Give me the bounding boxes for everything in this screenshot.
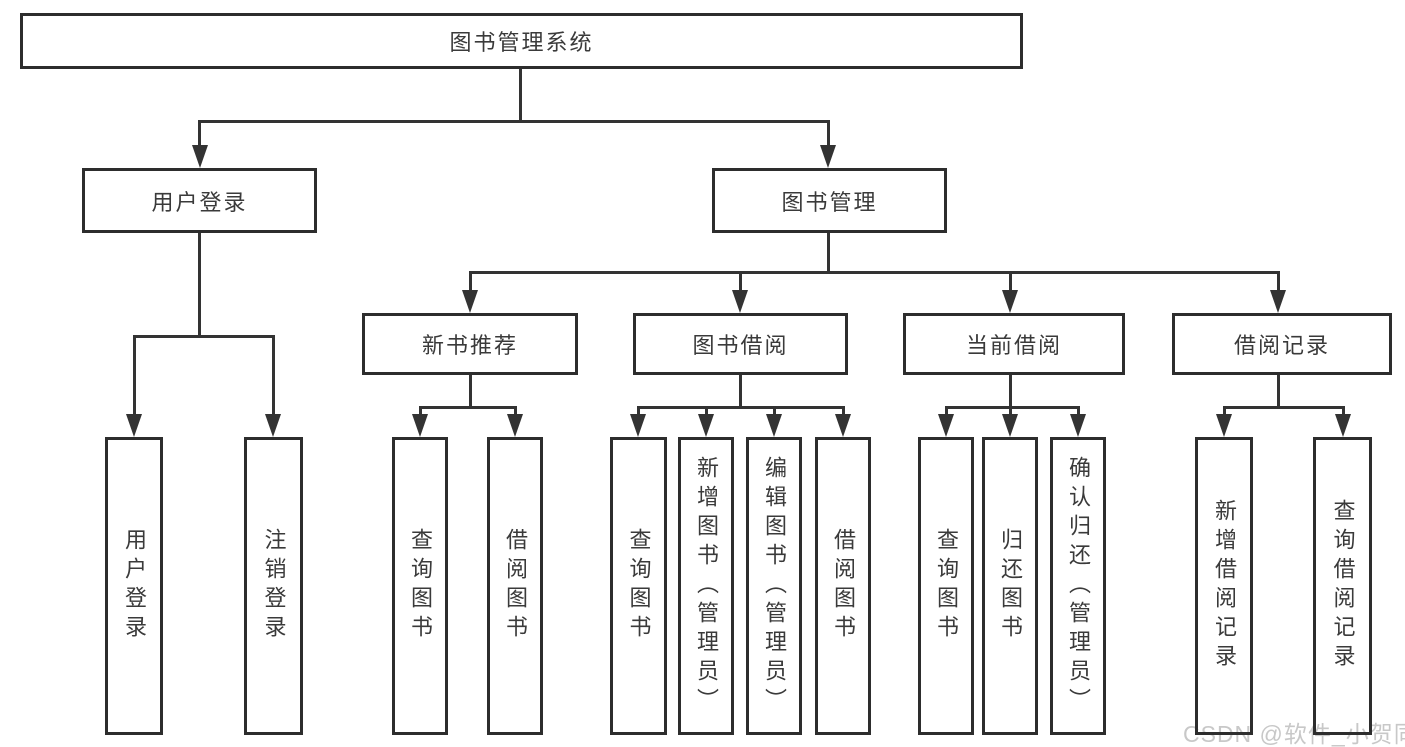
- leaf-query-books-current: 查询图书: [918, 437, 974, 735]
- leaf-borrow-books-recommend: 借阅图书: [487, 437, 543, 735]
- arrow-down-icon: [1335, 414, 1351, 437]
- arrow-down-icon: [462, 290, 478, 313]
- node-label: 注销登录: [261, 528, 287, 644]
- connector-vline: [637, 406, 640, 415]
- arrow-down-icon: [630, 414, 646, 437]
- node-label: 借阅图书: [503, 528, 528, 644]
- leaf-query-books-recommend: 查询图书: [392, 437, 448, 735]
- connector-vline: [419, 406, 422, 415]
- connector-vline: [739, 375, 742, 406]
- connector-vline: [1009, 271, 1012, 291]
- connector-vline: [1277, 375, 1280, 406]
- connector-vline: [739, 271, 742, 291]
- connector-vline: [469, 271, 472, 291]
- node-label: 用户登录: [151, 189, 248, 215]
- node-borrowing-records: 借阅记录: [1172, 313, 1392, 375]
- node-label: 查询图书: [408, 528, 433, 644]
- node-label: 借阅图书: [831, 528, 856, 644]
- connector-vline: [1077, 406, 1080, 415]
- connector-vline: [133, 335, 136, 415]
- leaf-add-books-admin: 新增图书（管理员）: [678, 437, 734, 735]
- leaf-user-login: 用户登录: [105, 437, 163, 735]
- arrow-down-icon: [1002, 414, 1018, 437]
- arrow-down-icon: [1216, 414, 1232, 437]
- arrow-down-icon: [835, 414, 851, 437]
- node-label: 用户登录: [122, 528, 147, 644]
- connector-hline: [419, 406, 517, 409]
- connector-vline: [827, 120, 830, 146]
- node-label: 图书借阅: [692, 333, 789, 358]
- connector-vline: [842, 406, 845, 415]
- node-label: 图书管理系统: [449, 30, 594, 55]
- node-label: 确认归还（管理员）: [1066, 455, 1091, 717]
- connector-vline: [198, 120, 201, 146]
- connector-vline: [519, 69, 522, 120]
- arrow-down-icon: [126, 414, 142, 437]
- node-label: 当前借阅: [965, 333, 1062, 358]
- node-label: 编辑图书（管理员）: [762, 455, 787, 717]
- node-book-borrowing: 图书借阅: [633, 313, 848, 375]
- node-label: 图书管理: [781, 189, 878, 215]
- node-book-management: 图书管理: [712, 168, 947, 233]
- node-label: 新书推荐: [421, 333, 518, 358]
- leaf-query-books-borrowing: 查询图书: [610, 437, 667, 735]
- connector-vline: [705, 406, 708, 415]
- arrow-down-icon: [192, 145, 208, 168]
- leaf-query-borrow-record: 查询借阅记录: [1313, 437, 1372, 735]
- connector-hline: [469, 271, 1280, 274]
- node-label: 查询图书: [934, 528, 959, 644]
- connector-vline: [1223, 406, 1226, 415]
- watermark: CSDN @软件_小贺同学: [1183, 721, 1405, 747]
- node-label: 新增借阅记录: [1212, 499, 1237, 673]
- node-label: 借阅记录: [1233, 333, 1330, 358]
- arrow-down-icon: [938, 414, 954, 437]
- arrow-down-icon: [1270, 290, 1286, 313]
- arrow-down-icon: [732, 290, 748, 313]
- connector-hline: [133, 335, 275, 338]
- leaf-confirm-return-admin: 确认归还（管理员）: [1050, 437, 1106, 735]
- node-label: 查询借阅记录: [1330, 499, 1356, 673]
- arrow-down-icon: [820, 145, 836, 168]
- node-current-borrowing: 当前借阅: [903, 313, 1125, 375]
- arrow-down-icon: [412, 414, 428, 437]
- arrow-down-icon: [1070, 414, 1086, 437]
- connector-vline: [514, 406, 517, 415]
- connector-vline: [469, 375, 472, 406]
- arrow-down-icon: [1002, 290, 1018, 313]
- arrow-down-icon: [766, 414, 782, 437]
- connector-vline: [827, 233, 830, 271]
- connector-vline: [198, 233, 201, 335]
- leaf-edit-books-admin: 编辑图书（管理员）: [746, 437, 802, 735]
- node-label: 新增图书（管理员）: [694, 455, 719, 717]
- connector-hline: [945, 406, 1079, 409]
- connector-vline: [1009, 375, 1012, 406]
- leaf-add-borrow-record: 新增借阅记录: [1195, 437, 1253, 735]
- connector-vline: [1342, 406, 1345, 415]
- arrow-down-icon: [698, 414, 714, 437]
- node-user-login: 用户登录: [82, 168, 317, 233]
- connector-vline: [945, 406, 948, 415]
- leaf-logout: 注销登录: [244, 437, 303, 735]
- arrow-down-icon: [507, 414, 523, 437]
- node-new-book-recommendation: 新书推荐: [362, 313, 578, 375]
- connector-hline: [637, 406, 845, 409]
- node-library-management-system: 图书管理系统: [20, 13, 1023, 69]
- connector-hline: [1223, 406, 1344, 409]
- leaf-borrow-books-borrowing: 借阅图书: [815, 437, 871, 735]
- node-label: 查询图书: [626, 528, 652, 644]
- arrow-down-icon: [265, 414, 281, 437]
- connector-hline: [199, 120, 830, 123]
- connector-vline: [272, 335, 275, 415]
- leaf-return-books: 归还图书: [982, 437, 1038, 735]
- connector-vline: [773, 406, 776, 415]
- connector-vline: [1277, 271, 1280, 291]
- node-label: 归还图书: [998, 528, 1023, 644]
- connector-vline: [1009, 406, 1012, 415]
